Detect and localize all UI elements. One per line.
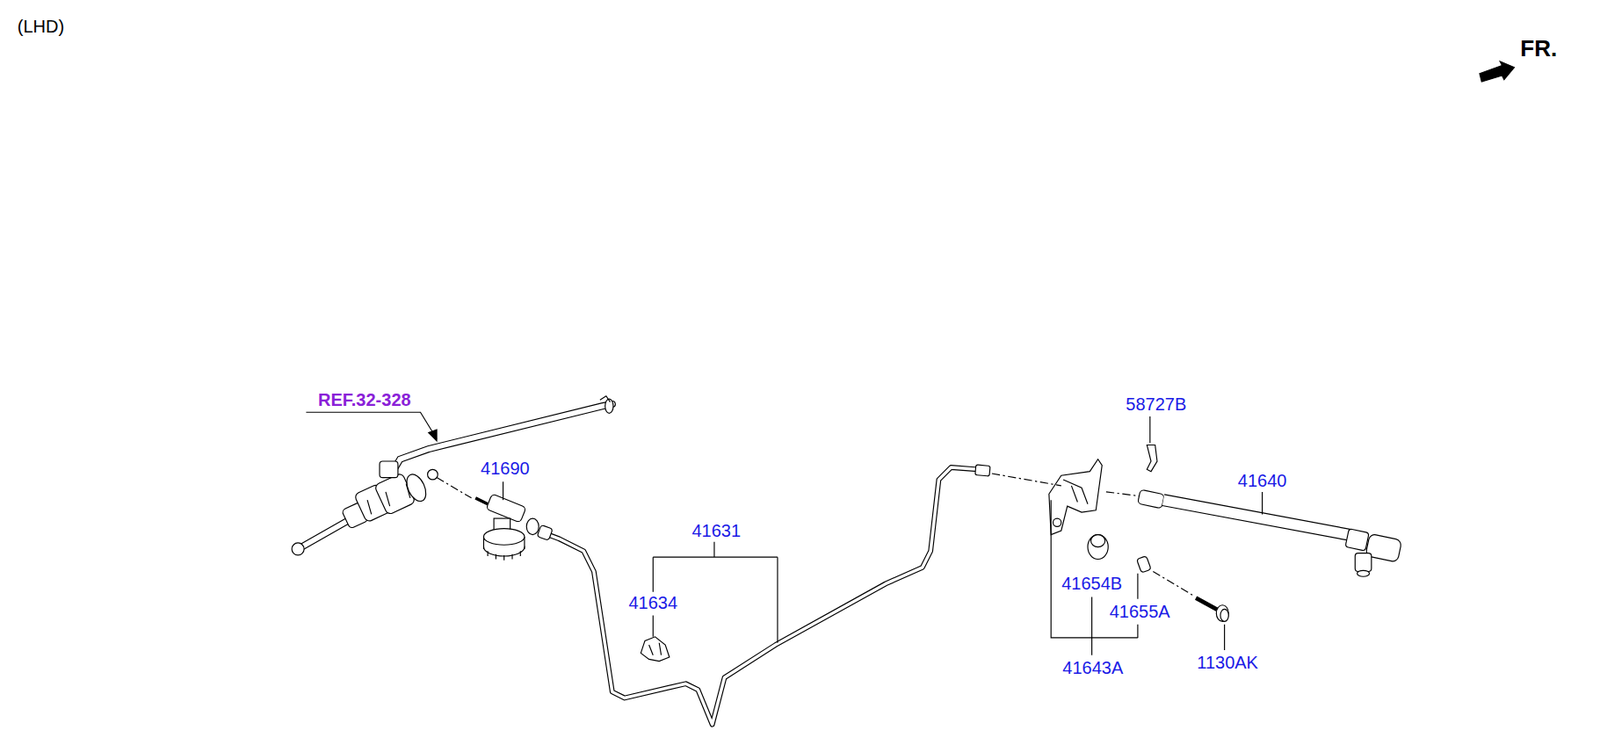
clutch-hose	[1137, 489, 1403, 577]
callout-number: 41643A	[1060, 658, 1125, 678]
callout-number: 58727B	[1123, 394, 1188, 414]
callout-number: 41654B	[1059, 573, 1124, 594]
callout-number: 1130AK	[1194, 652, 1260, 673]
direction-label: FR.	[1518, 36, 1559, 61]
callout-number: 41634	[626, 593, 680, 613]
leader-lines	[305, 412, 1262, 655]
front-arrow	[1479, 61, 1514, 82]
callout-number: 41690	[478, 458, 532, 478]
union-fitting	[475, 493, 539, 561]
callout-number: 41640	[1236, 470, 1289, 491]
callout-number: 41631	[689, 521, 743, 541]
callout-number: 41655A	[1107, 601, 1173, 622]
variant-note: (LHD)	[15, 16, 66, 37]
clutch-master-cylinder	[291, 461, 438, 556]
reference-label: REF.32-328	[316, 390, 413, 410]
bracket	[1049, 459, 1102, 536]
